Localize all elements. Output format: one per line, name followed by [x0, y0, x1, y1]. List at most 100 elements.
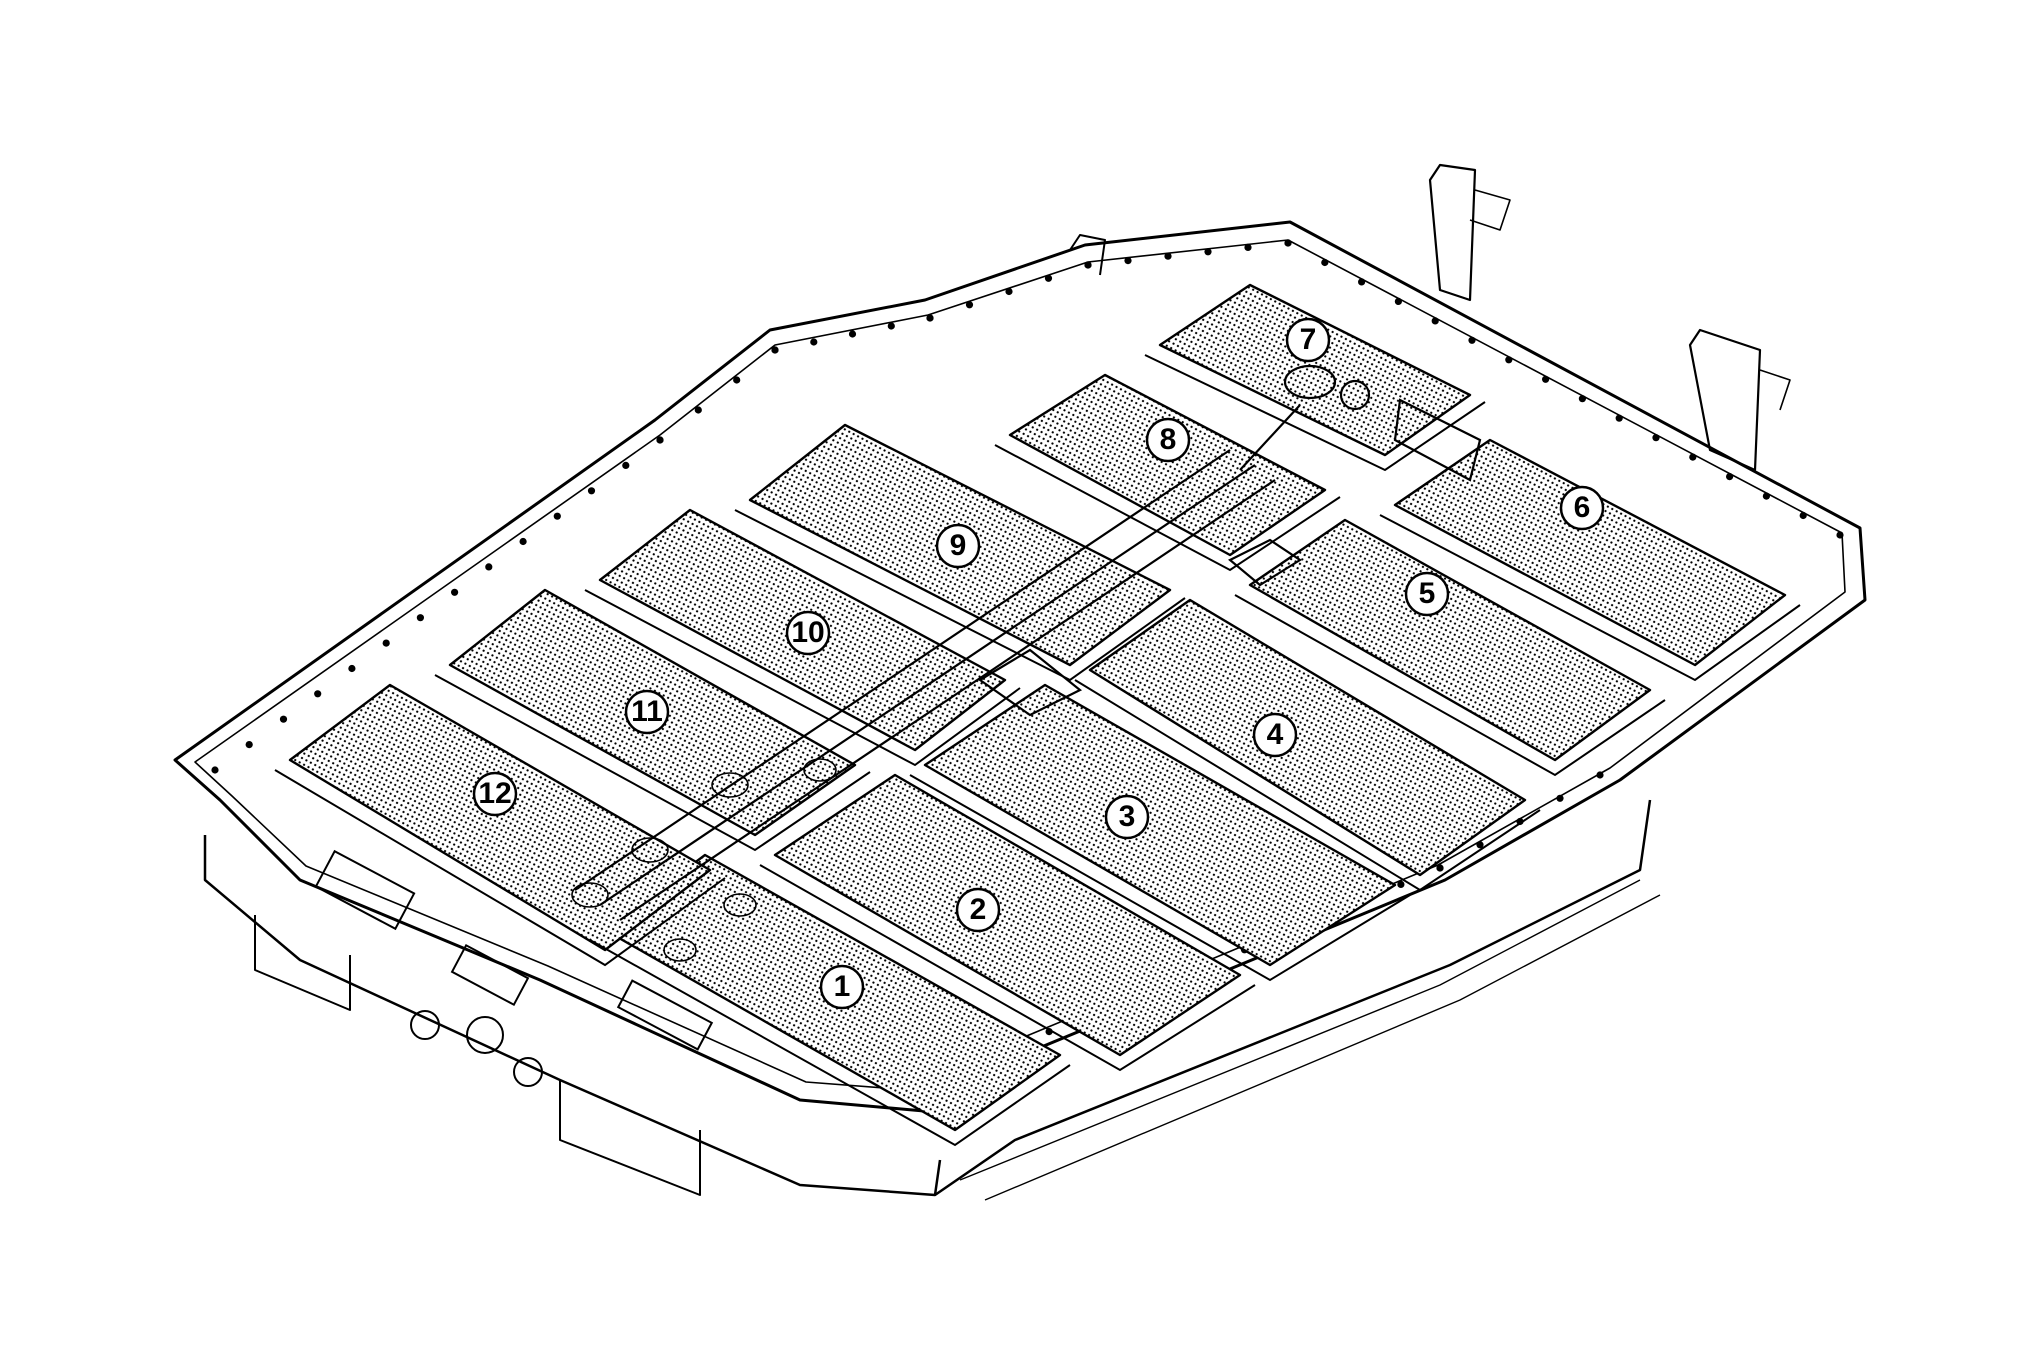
- bolt-hole: [1124, 257, 1132, 265]
- bolt-hole: [1836, 531, 1844, 539]
- bolt-hole: [587, 487, 596, 495]
- bolt-hole: [887, 322, 895, 330]
- module-label-text: 3: [1119, 800, 1136, 833]
- module-label-circle: [624, 689, 670, 735]
- module-label-text: 1: [834, 970, 851, 1003]
- center-busbar: [574, 449, 1303, 921]
- module-tile-2: [773, 773, 1242, 1057]
- bolt-hole: [1476, 841, 1484, 849]
- module-label-circle: [785, 610, 831, 656]
- bolt-hole: [211, 766, 219, 774]
- module-label-text: 4: [1267, 718, 1284, 751]
- inspection-covers: [571, 758, 837, 962]
- bolt-hole: [1044, 274, 1053, 282]
- bolt-hole: [1431, 317, 1439, 325]
- bolt-hole: [1689, 453, 1697, 461]
- bolt-hole: [314, 690, 322, 698]
- bolt-hole: [451, 588, 459, 596]
- module-tile-5: [1248, 518, 1652, 762]
- bolt-hole: [1726, 473, 1734, 481]
- bolt-hole: [965, 301, 974, 309]
- bolt-hole: [1652, 434, 1660, 442]
- module-label-text: 9: [950, 529, 967, 562]
- bolt-hole: [694, 406, 702, 414]
- module-label-2: 2: [955, 887, 1001, 933]
- module-label-text: 5: [1419, 577, 1436, 610]
- module-tile-12: [288, 683, 712, 952]
- rear-connector: [1239, 364, 1482, 482]
- module-label-1: 1: [819, 964, 865, 1010]
- bolt-hole: [416, 614, 424, 622]
- bolt-hole: [1542, 375, 1550, 383]
- module-label-10: 10: [785, 610, 831, 656]
- bolt-hole: [1436, 864, 1444, 872]
- bolt-hole: [245, 741, 253, 749]
- bolt-hole: [553, 512, 561, 520]
- bolt-hole: [656, 436, 664, 444]
- module-label-11: 11: [624, 689, 670, 735]
- module-label-text: 12: [478, 777, 511, 810]
- module-label-circle: [1252, 712, 1298, 758]
- bolt-hole: [848, 330, 857, 338]
- bolt-hole: [1005, 287, 1013, 296]
- bolt-hole: [926, 314, 934, 322]
- module-label-7: 7: [1285, 317, 1331, 363]
- bolt-hole: [1394, 297, 1402, 305]
- bolt-hole: [771, 346, 779, 354]
- bolt-hole: [348, 664, 356, 673]
- bolt-hole: [1762, 492, 1770, 500]
- module-label-text: 6: [1574, 491, 1591, 524]
- bolt-hole: [733, 376, 741, 384]
- bolt-hole: [382, 639, 390, 647]
- module-label-circle: [819, 964, 865, 1010]
- module-tile-6: [1393, 438, 1787, 667]
- module-tile-4: [1088, 598, 1527, 877]
- module-tile-3: [923, 683, 1397, 967]
- module-label-text: 11: [631, 695, 663, 728]
- bolt-hole: [1397, 880, 1405, 889]
- bolt-hole: [1468, 336, 1476, 344]
- bolt-hole: [622, 461, 630, 469]
- module-label-circle: [1145, 417, 1191, 463]
- bolt-hole: [1505, 356, 1513, 364]
- module-label-5: 5: [1404, 571, 1450, 617]
- bolt-hole: [1358, 278, 1366, 286]
- bolt-hole: [1578, 395, 1586, 403]
- bolt-hole: [1204, 248, 1212, 256]
- bolt-hole: [1615, 414, 1623, 422]
- module-label-6: 6: [1559, 485, 1605, 531]
- module-label-circle: [1285, 317, 1331, 363]
- module-label-circle: [935, 523, 981, 569]
- module-label-12: 12: [472, 771, 518, 817]
- bolt-hole: [1556, 794, 1564, 802]
- module-tile-7: [1158, 283, 1472, 457]
- module-label-9: 9: [935, 523, 981, 569]
- bolt-hole: [1799, 511, 1807, 520]
- tray-frame: [173, 163, 1867, 1201]
- module-label-circle: [472, 771, 518, 817]
- module-label-text: 10: [791, 616, 824, 649]
- bolt-hole: [1284, 239, 1292, 247]
- module-label-4: 4: [1252, 712, 1298, 758]
- module-rails: [274, 354, 1801, 1147]
- module-label-8: 8: [1145, 417, 1191, 463]
- module-label-text: 7: [1300, 323, 1317, 356]
- bolt-hole: [485, 563, 493, 571]
- module-label-circle: [1104, 794, 1150, 840]
- module-label-circle: [955, 887, 1001, 933]
- module-label-3: 3: [1104, 794, 1150, 840]
- bolt-hole: [1084, 261, 1092, 269]
- bolt-hole: [1244, 243, 1252, 251]
- front-connectors: [314, 849, 714, 1087]
- module-label-circle: [1559, 485, 1605, 531]
- module-label-circle: [1404, 571, 1450, 617]
- module-tile-8: [1008, 373, 1327, 557]
- bolt-hole: [1164, 252, 1172, 260]
- bolt-hole: [519, 537, 527, 546]
- bolt-hole: [1321, 258, 1329, 267]
- bolt-hole: [279, 715, 288, 723]
- bolt-hole: [810, 338, 818, 346]
